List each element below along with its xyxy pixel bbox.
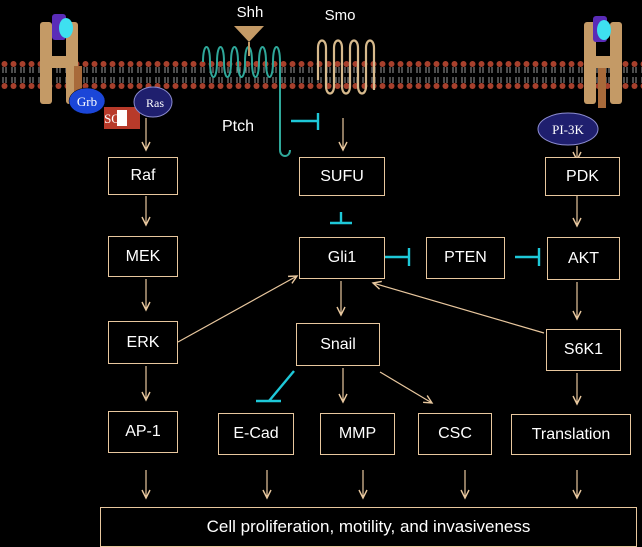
grb-ras-sos-complex: Grb Ras SOS xyxy=(68,86,173,129)
mmp-node: MMP xyxy=(320,413,395,455)
sufu-node: SUFU xyxy=(299,157,385,196)
s6k1-node: S6K1 xyxy=(546,329,621,371)
raf-node: Raf xyxy=(108,157,178,195)
inhibit-ptch-smo xyxy=(291,113,320,130)
snail-node: Snail xyxy=(296,323,380,366)
pdk-node: PDK xyxy=(545,157,620,196)
ras-protein-icon xyxy=(133,86,173,118)
shh-label: Shh xyxy=(237,4,264,21)
ecad-node: E-Cad xyxy=(218,413,294,455)
smo-receptor-icon xyxy=(316,39,376,95)
akt-node: AKT xyxy=(547,237,620,280)
translation-node: Translation xyxy=(511,414,631,455)
outcome-node: Cell proliferation, motility, and invasi… xyxy=(100,507,637,547)
arrow-erk-gli1 xyxy=(177,275,299,343)
rtk-receptor-right-icon xyxy=(584,16,622,108)
grb-label: Grb xyxy=(77,94,97,109)
ap1-node: AP-1 xyxy=(108,411,178,453)
csc-node: CSC xyxy=(418,413,492,455)
pten-node: PTEN xyxy=(426,237,505,279)
arrow-snail-csc xyxy=(379,371,434,404)
gli1-node: Gli1 xyxy=(299,237,385,279)
smo-label: Smo xyxy=(325,7,356,24)
inhibition-arrows xyxy=(256,113,541,403)
pi3k-protein-icon xyxy=(537,112,599,146)
erk-node: ERK xyxy=(108,321,178,364)
ras-label: Ras xyxy=(146,96,164,110)
inhibit-sufu-gli1 xyxy=(330,212,352,225)
inhibit-snail-ecad xyxy=(256,370,295,403)
pi3k-protein: PI-3K xyxy=(537,112,599,146)
rtk-receptor-left-icon xyxy=(40,14,82,106)
arrow-s6k1-gli1 xyxy=(371,280,545,334)
ptch-receptor-icon xyxy=(202,46,291,157)
lipid-bilayer-icon xyxy=(0,60,642,90)
inhibit-gli1-pten xyxy=(384,248,411,266)
grb-protein-icon xyxy=(68,87,106,115)
activation-arrows xyxy=(141,118,582,500)
pi3k-label: PI-3K xyxy=(552,122,584,137)
mek-node: MEK xyxy=(108,236,178,277)
sos-label: SOS xyxy=(104,111,128,126)
shh-ligand-icon xyxy=(234,26,264,56)
ptch-label: Ptch xyxy=(222,118,254,135)
cell-membrane xyxy=(0,60,642,90)
inhibit-pten-akt xyxy=(515,248,541,266)
